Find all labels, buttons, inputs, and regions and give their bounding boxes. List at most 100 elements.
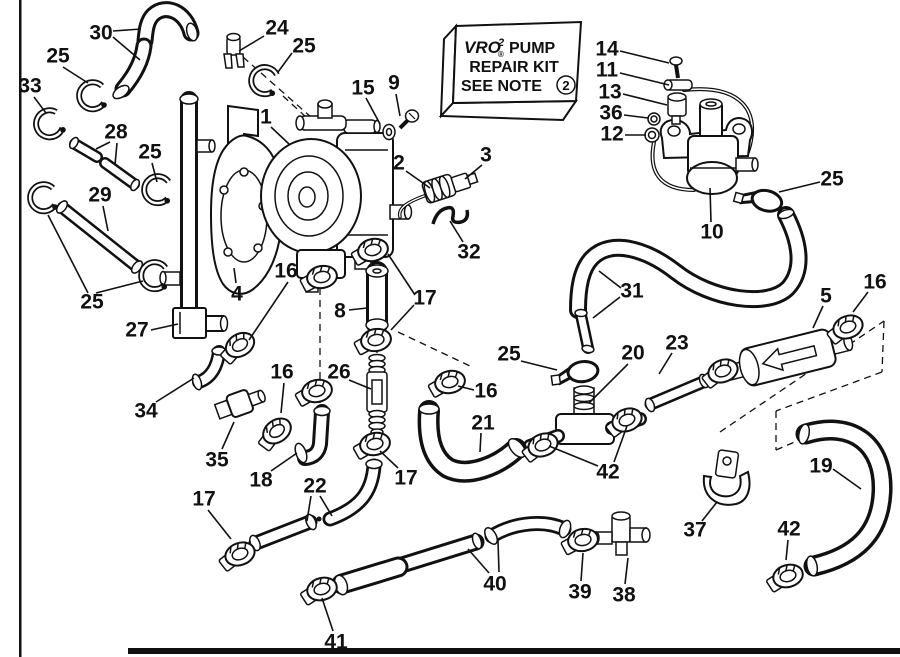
leader-line-13 bbox=[622, 93, 668, 106]
callout-16: 16 bbox=[863, 271, 886, 294]
callout-10: 10 bbox=[700, 221, 723, 244]
clamp-25-top bbox=[247, 63, 282, 98]
leader-line-38 bbox=[624, 557, 629, 585]
ring-terminal-12 bbox=[644, 127, 660, 143]
callout-12: 12 bbox=[600, 123, 623, 146]
leader-line-29 bbox=[102, 205, 109, 232]
callout-28: 28 bbox=[104, 121, 128, 144]
leader-line-15 bbox=[365, 97, 381, 125]
leader-line-19 bbox=[832, 468, 862, 490]
clamp-25-spring-right bbox=[731, 181, 786, 216]
hose-31 bbox=[569, 206, 808, 354]
callout-27: 27 bbox=[125, 319, 148, 342]
callout-3: 3 bbox=[480, 144, 492, 167]
callout-30: 30 bbox=[89, 22, 112, 45]
kit-word-pump: PUMP bbox=[509, 40, 556, 57]
leader-line-22 bbox=[306, 495, 312, 522]
leader-line-37 bbox=[701, 501, 718, 522]
callout-11: 11 bbox=[596, 59, 619, 82]
leader-line-9 bbox=[395, 93, 401, 117]
fitting-38 bbox=[592, 511, 651, 556]
leader-line-42 bbox=[613, 425, 628, 463]
leader-line-24 bbox=[238, 35, 265, 52]
hose-19 bbox=[795, 419, 893, 577]
leader-line-32 bbox=[449, 220, 464, 243]
callout-25: 25 bbox=[820, 168, 844, 191]
tubes-28 bbox=[68, 136, 141, 192]
wire-clip-32 bbox=[431, 205, 470, 225]
leader-line-26 bbox=[348, 379, 372, 390]
callout-15: 15 bbox=[351, 77, 375, 100]
callout-14: 14 bbox=[595, 38, 619, 61]
leader-line-16 bbox=[852, 291, 869, 313]
callout-22: 22 bbox=[303, 475, 326, 498]
nut-36 bbox=[647, 112, 661, 126]
leader-line-16 bbox=[457, 385, 475, 391]
callout-19: 19 bbox=[809, 455, 832, 478]
hose-30 bbox=[112, 1, 200, 100]
callout-29: 29 bbox=[88, 184, 111, 207]
clamp-33 bbox=[33, 107, 67, 140]
callout-42: 42 bbox=[777, 518, 800, 541]
leader-line-25 bbox=[151, 162, 158, 183]
leader-line-17 bbox=[207, 509, 232, 540]
callout-25: 25 bbox=[46, 45, 70, 68]
leader-line-40 bbox=[467, 548, 490, 574]
hoses-40 bbox=[331, 516, 572, 596]
callout-34: 34 bbox=[134, 400, 158, 423]
callout-24: 24 bbox=[265, 17, 289, 40]
callout-8: 8 bbox=[334, 300, 346, 323]
leader-line-22 bbox=[319, 495, 333, 517]
callout-18: 18 bbox=[249, 469, 273, 492]
callout-17: 17 bbox=[413, 287, 436, 310]
saddle-bracket-37 bbox=[702, 449, 751, 506]
callout-25: 25 bbox=[292, 35, 316, 58]
leader-line-25 bbox=[47, 214, 89, 294]
leader-line-5 bbox=[812, 305, 824, 329]
callout-33: 33 bbox=[18, 75, 41, 98]
callout-31: 31 bbox=[620, 280, 644, 303]
callout-23: 23 bbox=[665, 332, 688, 355]
callout-32: 32 bbox=[457, 241, 480, 264]
callout-25: 25 bbox=[497, 343, 521, 366]
leader-line-36 bbox=[623, 114, 649, 119]
callout-41: 41 bbox=[324, 631, 348, 654]
kit-brand-reg: ® bbox=[498, 50, 504, 59]
callout-5: 5 bbox=[820, 285, 832, 308]
leader-line-30 bbox=[112, 36, 141, 61]
kit-brand: VRO bbox=[464, 38, 501, 57]
leader-line-25 bbox=[277, 52, 293, 73]
callout-17: 17 bbox=[394, 467, 417, 490]
repair-kit-note-box: VRO 2 ® PUMP REPAIR KIT SEE NOTE 2 bbox=[438, 20, 583, 122]
leader-line-25 bbox=[778, 181, 821, 193]
kit-brand-sup: 2 bbox=[497, 37, 504, 49]
clamp-25-mid bbox=[142, 174, 174, 205]
page-left-border bbox=[19, 0, 22, 657]
callout-16: 16 bbox=[270, 361, 293, 384]
elbow-hose-18 bbox=[294, 404, 331, 466]
callout-21: 21 bbox=[471, 412, 495, 435]
leader-line-33 bbox=[33, 96, 47, 114]
hose-22 bbox=[248, 458, 383, 552]
leader-line-30 bbox=[112, 28, 142, 32]
leader-line-28 bbox=[114, 142, 118, 166]
leader-line-1 bbox=[270, 126, 290, 145]
clamp-16-d bbox=[424, 367, 469, 400]
clamp-25-upper-left bbox=[79, 82, 107, 109]
clamp-42-d bbox=[762, 560, 807, 595]
kit-line3: SEE NOTE bbox=[461, 78, 542, 95]
leader-line-16 bbox=[280, 382, 285, 414]
leader-line-35 bbox=[221, 421, 235, 450]
leader-line-2 bbox=[405, 170, 431, 189]
callout-20: 20 bbox=[621, 342, 644, 365]
leader-line-3 bbox=[464, 164, 483, 180]
leader-line-20 bbox=[588, 363, 629, 404]
leader-line-8 bbox=[348, 307, 368, 311]
callout-26: 26 bbox=[327, 361, 350, 384]
standpipe-and-elbow-27 bbox=[159, 91, 229, 339]
leader-line-40 bbox=[497, 540, 500, 573]
callout-37: 37 bbox=[683, 519, 706, 542]
leader-line-27 bbox=[150, 323, 179, 331]
callout-16: 16 bbox=[474, 380, 497, 403]
